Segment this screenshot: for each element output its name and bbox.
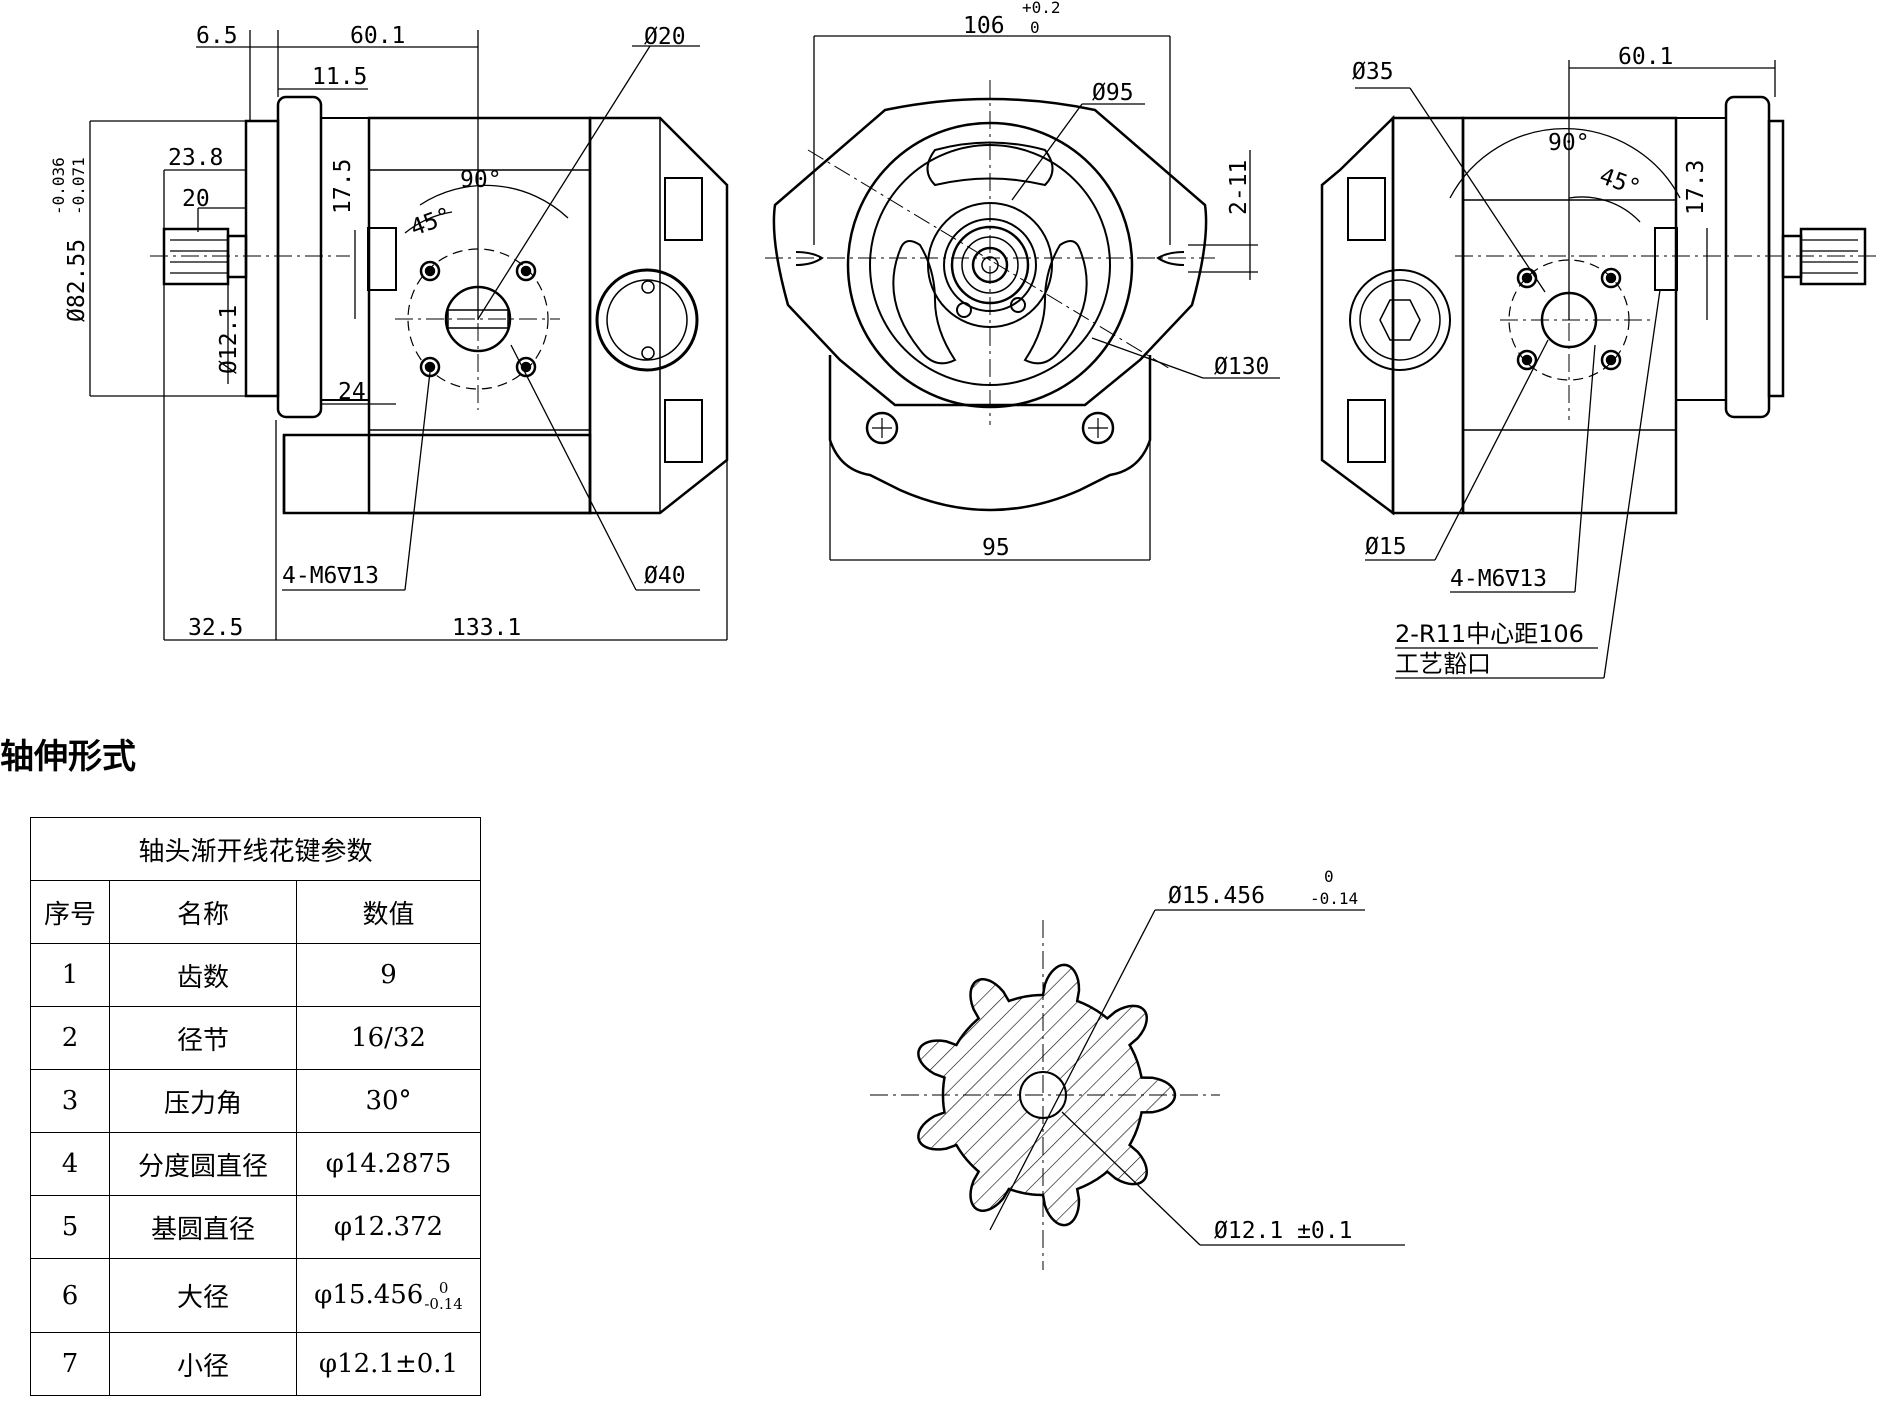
body-outline (828, 355, 1152, 512)
dim-106: 106 (963, 13, 1005, 39)
dim-dia-15: Ø15 (1365, 534, 1407, 560)
dim-thread-left: 4-M6∇13 (282, 563, 379, 589)
dim-60-1-right: 60.1 (1618, 44, 1673, 70)
dim-dia-130: Ø130 (1214, 354, 1269, 380)
dim-spline-outer: Ø15.456 (1168, 883, 1265, 909)
dim-dia-35: Ø35 (1352, 59, 1394, 85)
dim-dia-95: Ø95 (1092, 80, 1134, 106)
dim-dia-82-tol-upper: -0.036 (49, 157, 68, 215)
mounting-flange (244, 119, 280, 398)
dim-6-5: 6.5 (196, 23, 238, 49)
dim-17-3: 17.3 (1683, 160, 1709, 215)
header-value: 数值 (296, 880, 481, 944)
header-name: 名称 (109, 880, 297, 944)
rear-cover (588, 116, 729, 515)
dim-106-tol-lower: 0 (1030, 18, 1040, 37)
dim-thread-right: 4-M6∇13 (1450, 566, 1547, 592)
dim-17-5: 17.5 (330, 159, 356, 214)
dim-11-5: 11.5 (312, 64, 367, 90)
table-title: 轴头渐开线花键参数 (30, 817, 481, 881)
dim-dia-20: Ø20 (644, 24, 686, 50)
spline-section: Ø15.456 0 -0.14 Ø12.1 ±0.1 (870, 867, 1405, 1270)
dim-dia-82-tol-lower: -0.071 (69, 157, 88, 215)
dim-20: 20 (182, 186, 210, 212)
dim-32-5: 32.5 (188, 615, 243, 641)
note-notch-line2: 工艺豁口 (1395, 650, 1491, 678)
dim-23-8: 23.8 (168, 145, 223, 171)
dim-133-1: 133.1 (452, 615, 521, 641)
dim-dia-12-1: Ø12.1 (216, 305, 242, 374)
left-side-view: 6.5 60.1 11.5 23.8 20 Ø82.55 -0.036 -0.0… (49, 23, 729, 641)
dim-90-deg: 90° (460, 167, 502, 193)
note-notch-line1: 2-R11中心距106 (1395, 620, 1584, 648)
right-side-view: Ø35 60.1 90° 45° 17.3 Ø15 4-M6∇13 2-R11中… (1320, 44, 1880, 679)
front-view: 106 +0.2 0 Ø95 2-11 Ø130 95 (765, 0, 1280, 561)
section-title: 轴伸形式 (0, 737, 136, 777)
flange-outline (772, 97, 1208, 407)
dim-spline-inner: Ø12.1 ±0.1 (1214, 1218, 1352, 1244)
dim-holes: 2-11 (1226, 160, 1252, 215)
outlet-port (595, 268, 699, 372)
dim-60-1: 60.1 (350, 23, 405, 49)
dim-dia-82-55: Ø82.55 (64, 239, 90, 322)
dim-106-tol-upper: +0.2 (1022, 0, 1061, 17)
major-diameter-tolerance: 0-0.14 (424, 1278, 463, 1313)
dim-45-deg: 45° (407, 203, 455, 242)
header-no: 序号 (30, 880, 110, 944)
dim-90-deg-right: 90° (1548, 130, 1590, 156)
major-diameter-value: φ15.456 (314, 1279, 424, 1310)
dim-95: 95 (982, 535, 1010, 561)
flange-plate (276, 95, 323, 419)
dim-24: 24 (338, 379, 366, 405)
dim-45-deg-right: 45° (1596, 163, 1644, 202)
dim-spline-outer-tol-upper: 0 (1324, 867, 1334, 886)
dim-dia-40: Ø40 (644, 563, 686, 589)
dim-spline-outer-tol-lower: -0.14 (1310, 889, 1358, 908)
